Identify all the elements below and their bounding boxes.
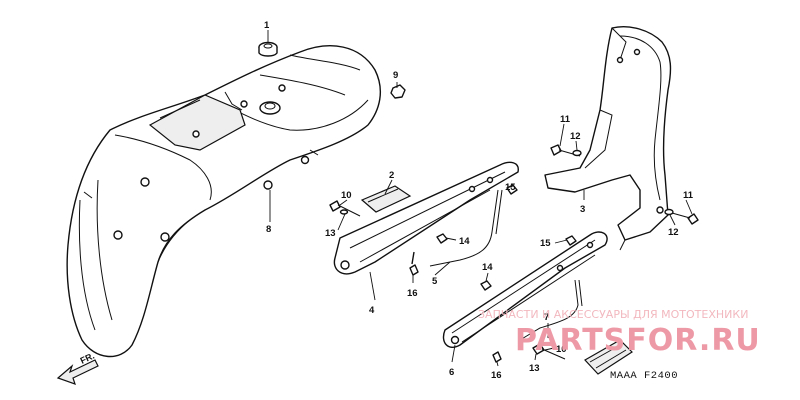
callout-9: 9	[393, 70, 398, 81]
callout-10-lower: 10	[556, 344, 567, 355]
callout-12-right: 12	[668, 227, 679, 238]
callout-3: 3	[580, 204, 585, 215]
diagram-code: MAAA F2400	[610, 370, 678, 382]
nut-part-9	[390, 84, 406, 99]
leader-lines	[267, 30, 693, 367]
watermark: ЗАПЧАСТИ И АКСЕССУАРЫ ДЛЯ МОТОТЕХНИКИ PA…	[478, 308, 761, 358]
bolt-part-10-upper	[329, 200, 361, 217]
callout-11-right: 11	[683, 190, 694, 201]
callout-13-upper: 13	[325, 228, 336, 239]
callout-7: 7	[544, 312, 549, 323]
callout-4: 4	[369, 305, 375, 316]
callout-8: 8	[266, 224, 271, 235]
callout-13-lower: 13	[529, 363, 540, 374]
watermark-brand: PARTSFOR.RU	[515, 323, 761, 358]
grip-bracket-part-3	[544, 26, 672, 251]
callout-16-lower: 16	[491, 370, 502, 381]
callout-1: 1	[264, 20, 270, 31]
side-bracket-part-4	[333, 161, 519, 275]
callout-16-upper: 16	[407, 288, 418, 299]
bolt-part-10-lower	[532, 343, 566, 360]
washers	[339, 149, 674, 216]
callout-5: 5	[432, 276, 438, 287]
callout-10-upper: 10	[341, 190, 352, 201]
callout-12-left: 12	[570, 131, 581, 142]
callout-14-lower: 14	[482, 262, 493, 273]
front-direction-arrow: FR.	[56, 351, 99, 385]
reflector-part-2-upper	[360, 185, 412, 213]
bolt-part-11-right	[671, 212, 699, 225]
rear-fender	[66, 45, 382, 358]
side-bracket-part-6	[442, 231, 608, 348]
callout-15-upper: 15	[505, 182, 516, 193]
callout-labels: 1 2 3 4 5 6 7 8 9 10 10 11 11 12 12 13 1…	[264, 20, 694, 381]
grommet-part-1	[258, 41, 278, 57]
callout-2: 2	[389, 170, 394, 181]
callout-15-lower: 15	[540, 238, 551, 249]
nuts	[409, 184, 577, 363]
callout-14-upper: 14	[459, 236, 470, 247]
reflector-part-2-lower	[584, 339, 633, 375]
callout-11-left: 11	[560, 114, 571, 125]
watermark-tagline: ЗАПЧАСТИ И АКСЕССУАРЫ ДЛЯ МОТОТЕХНИКИ	[478, 308, 748, 321]
callout-6: 6	[449, 367, 454, 378]
